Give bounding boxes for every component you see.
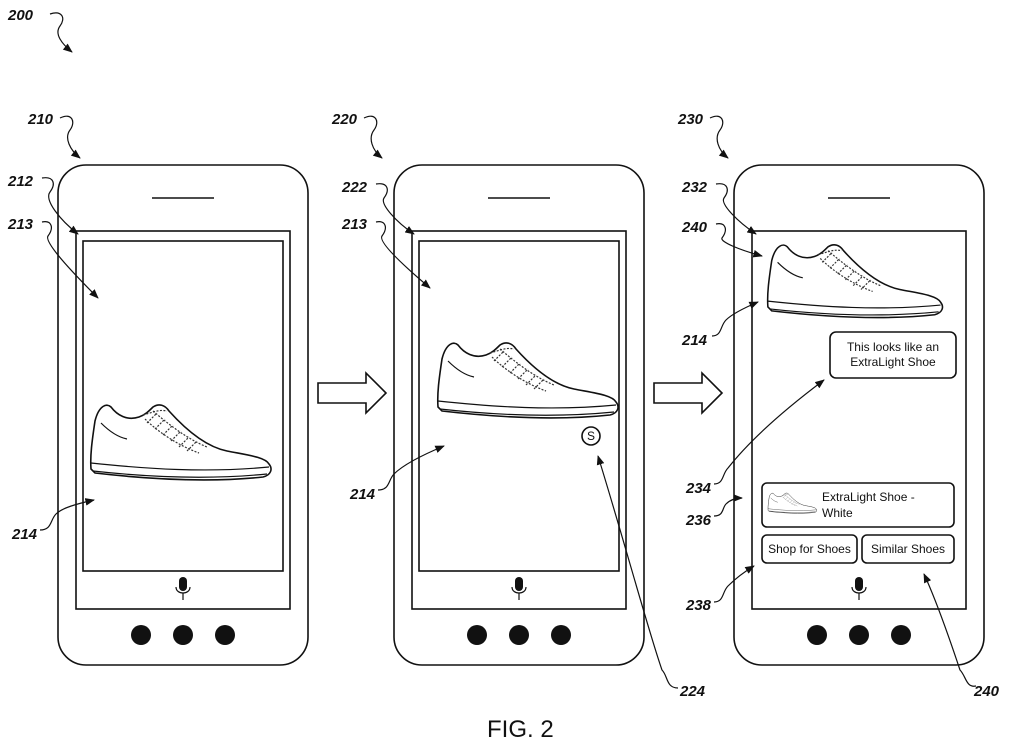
figure-caption: FIG. 2 — [487, 716, 554, 743]
result-card[interactable]: ExtraLight Shoe - White — [762, 483, 954, 527]
shoe-image — [438, 343, 618, 418]
shoe-image — [768, 245, 943, 318]
label-240-top: 240 — [681, 219, 708, 236]
result-title: ExtraLight Shoe - — [822, 490, 915, 504]
chip-shop-for-shoes[interactable]: Shop for Shoes — [762, 535, 857, 563]
label-232: 232 — [681, 179, 708, 196]
label-224: 224 — [679, 683, 706, 700]
assistant-bubble: This looks like an ExtraLight Shoe — [830, 332, 956, 378]
label-212: 212 — [7, 173, 34, 190]
label-214: 214 — [11, 526, 38, 543]
result-subtitle: White — [822, 506, 853, 520]
label-200: 200 — [7, 7, 34, 24]
selection-indicator[interactable]: S — [582, 427, 600, 445]
label-238: 238 — [685, 597, 712, 614]
chip-similar-shoes[interactable]: Similar Shoes — [862, 535, 954, 563]
indicator-letter: S — [587, 429, 595, 443]
label-222: 222 — [341, 179, 368, 196]
mic-icon[interactable] — [852, 577, 866, 600]
mic-icon[interactable] — [176, 577, 190, 600]
leader-200 — [50, 13, 72, 52]
result-thumbnail — [768, 493, 817, 513]
bubble-line-1: This looks like an — [847, 340, 939, 354]
label-214: 214 — [349, 486, 376, 503]
label-220: 220 — [331, 111, 358, 128]
shoe-image — [91, 405, 271, 480]
bubble-line-2: ExtraLight Shoe — [850, 355, 936, 369]
label-213: 213 — [341, 216, 368, 233]
flow-arrow-2 — [654, 373, 722, 413]
chip-label: Similar Shoes — [871, 542, 945, 556]
label-230: 230 — [677, 111, 704, 128]
label-214: 214 — [681, 332, 708, 349]
label-236: 236 — [685, 512, 712, 529]
chip-label: Shop for Shoes — [768, 542, 851, 556]
flow-arrow-1 — [318, 373, 386, 413]
label-234: 234 — [685, 480, 712, 497]
label-210: 210 — [27, 111, 54, 128]
phone-230: This looks like an ExtraLight Shoe Extra… — [734, 165, 984, 665]
label-213: 213 — [7, 216, 34, 233]
phone-220: S — [394, 165, 644, 665]
mic-icon[interactable] — [512, 577, 526, 600]
label-240-bottom: 240 — [973, 683, 1000, 700]
phone-210 — [58, 165, 308, 665]
